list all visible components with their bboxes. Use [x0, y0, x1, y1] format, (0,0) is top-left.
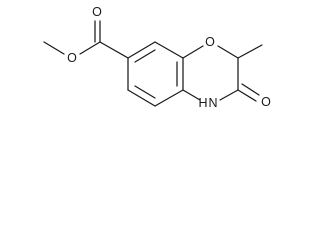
bond-b2-b3 — [154, 41, 184, 59]
amide-carbonyl-oxygen-label: O — [261, 95, 271, 109]
ester-c-o-single — [79, 41, 101, 55]
bond-n-b4 — [182, 89, 201, 101]
oxazine-ring — [182, 45, 239, 101]
benzene-ring — [127, 41, 184, 107]
amide-carbonyl — [237, 83, 260, 102]
bond-b4-b5 — [154, 89, 184, 107]
ester-ether-oxygen-label: O — [67, 51, 77, 65]
bond-b1-b2 — [127, 41, 156, 59]
bond-b3-o — [182, 45, 204, 59]
ring-oxygen-label: O — [205, 35, 215, 49]
amide-nh-n-label: N — [208, 96, 217, 110]
chemical-structure-diagram: O O O O H N — [43, 5, 271, 110]
bond-b5-b6 — [127, 89, 156, 107]
ester-o-methyl — [43, 41, 65, 55]
aromatic-double-bond-1 — [134, 49, 156, 63]
bond-c3-n — [219, 89, 239, 101]
methyl-bond — [237, 44, 263, 59]
amide-co-bond-2 — [241, 83, 260, 96]
bond-o-c2 — [217, 45, 239, 59]
amide-co-bond-1 — [237, 89, 257, 102]
aromatic-double-bond-3 — [134, 85, 156, 99]
ester-carbonyl-oxygen-label: O — [92, 5, 102, 19]
ring-to-ester-carbon — [99, 41, 129, 59]
methyl-ester-group — [43, 20, 129, 59]
amide-nh-h-label: H — [198, 96, 207, 110]
